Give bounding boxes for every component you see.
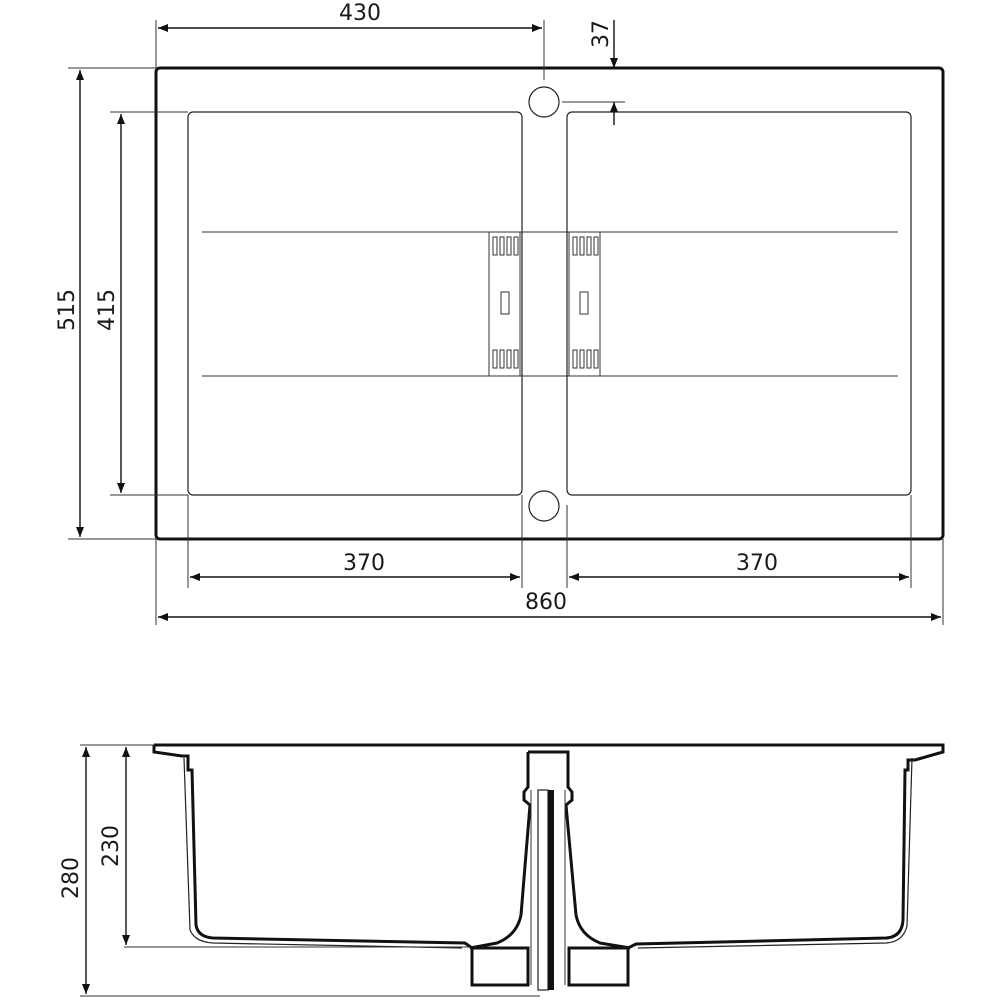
center-partition	[469, 750, 631, 991]
side-extension-lines	[80, 744, 540, 997]
sink-outline	[154, 66, 945, 541]
left-bowl	[187, 111, 523, 496]
right-bowl	[566, 111, 912, 496]
overflow-hole	[528, 490, 560, 522]
dimension-430: 430	[158, 1, 542, 32]
dimension-280: 280	[59, 747, 90, 994]
side-view: 280 230	[59, 743, 945, 997]
dimension-860: 860	[158, 590, 941, 621]
dimension-label: 370	[343, 551, 385, 576]
dimension-370-right: 370	[569, 551, 909, 581]
right-drain-outlet	[567, 946, 630, 987]
right-bowl-inner-wall	[637, 757, 913, 949]
dimension-label: 515	[55, 289, 80, 331]
tap-hole	[528, 86, 560, 118]
left-drain-outlet	[470, 946, 530, 987]
dimension-415: 415	[95, 114, 125, 493]
right-drain-grille	[568, 231, 601, 377]
dimension-label: 280	[59, 857, 84, 899]
dimension-label: 37	[589, 20, 614, 48]
left-bowl-inner-wall	[183, 757, 463, 949]
dimension-37: 37	[589, 20, 618, 125]
extension-lines	[68, 20, 944, 625]
dimension-label: 430	[339, 1, 381, 26]
dimension-label: 415	[95, 289, 120, 331]
dimension-515: 515	[55, 70, 84, 537]
dimension-370-left: 370	[190, 551, 520, 581]
dimension-label: 230	[99, 825, 124, 867]
dimension-label: 370	[736, 551, 778, 576]
dimension-230: 230	[99, 747, 130, 945]
top-view: 430 37 515 415 370 370	[55, 1, 945, 625]
left-drain-grille	[488, 231, 521, 377]
dimension-label: 860	[525, 590, 567, 615]
